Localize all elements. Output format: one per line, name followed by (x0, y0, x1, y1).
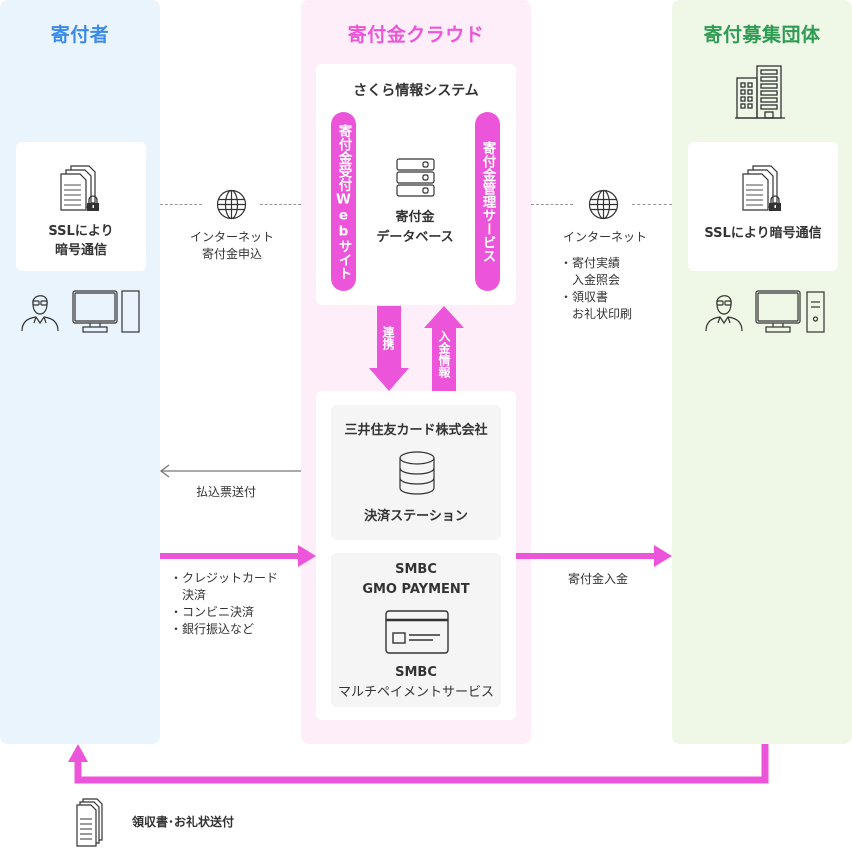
person-icon (21, 295, 59, 332)
org-internet-bullets: ・寄付実績 入金照会 ・領収書 お礼状印刷 (560, 255, 632, 323)
person-icon (705, 295, 743, 332)
donor-ssl-label-line1: SSLにより (48, 224, 114, 239)
donor-title: 寄付者 (50, 24, 110, 46)
donor-link-dotted-left (160, 204, 202, 205)
payment-method-item: 決済 (170, 588, 207, 602)
sync-label: 連携 (381, 326, 395, 350)
payment-method-item: ・銀行振込など (170, 622, 255, 636)
donation-database-label: 寄付金 データベース (360, 208, 470, 248)
org-ssl-card: SSLにより暗号通信 (688, 142, 838, 271)
org-bullet-item: ・領収書 (560, 290, 609, 304)
globe-icon (216, 189, 247, 220)
donation-management-service-pill: 寄付金管理サービス (475, 112, 500, 291)
org-column: 寄付募集団体 (672, 0, 852, 744)
server-database-icon (396, 158, 435, 197)
donor-column: 寄付者 (0, 0, 160, 744)
deposit-label: 寄付金入金 (568, 572, 629, 586)
donor-ssl-label-line2: 暗号通信 (54, 243, 107, 258)
org-link-dotted-left (531, 204, 573, 205)
smcc-company-name: 三井住友カード株式会社 (344, 423, 488, 438)
donor-internet-line1: インターネット (189, 230, 274, 244)
payment-slip-arrow (159, 464, 301, 478)
gmo-name-line1: SMBC (395, 562, 437, 577)
smbc-gmo-card: SMBC GMO PAYMENT SMBC マルチペイメントサービス (331, 553, 501, 707)
payment-methods-list: ・クレジットカード 決済 ・コンビニ決済 ・銀行振込など (170, 570, 278, 638)
receipt-label: 領収書･お礼状送付 (132, 815, 235, 829)
gmo-service-line1: SMBC (395, 665, 437, 680)
deposit-arrow (516, 545, 672, 567)
org-bullet-item: お礼状印刷 (560, 307, 633, 321)
org-internet-label: インターネット (562, 230, 647, 244)
db-label-line2: データベース (376, 230, 454, 245)
documents-icon (76, 798, 103, 847)
desktop-computer-icon (72, 290, 140, 333)
cloud-title: 寄付金クラウド (347, 24, 485, 46)
payment-method-item: ・クレジットカード (170, 571, 279, 585)
donor-link-dotted-right (260, 204, 301, 205)
globe-icon (588, 189, 619, 220)
donation-web-site-pill: 寄付金受付Webサイト (331, 112, 356, 291)
payment-card-icon (385, 610, 449, 654)
org-title: 寄付募集団体 (703, 24, 821, 46)
sync-arrow-down (369, 306, 409, 391)
desktop-computer-icon (755, 290, 825, 333)
org-ssl-label: SSLにより暗号通信 (704, 226, 822, 241)
encrypted-documents-icon (742, 165, 781, 211)
donor-internet-line2: 寄付金申込 (201, 247, 262, 261)
db-label-line1: 寄付金 (395, 210, 435, 225)
org-bullet-item: ・寄付実績 (560, 256, 621, 270)
database-cylinder-icon (399, 451, 435, 495)
org-bullet-item: 入金照会 (560, 273, 621, 287)
encrypted-documents-icon (60, 165, 99, 211)
smcc-service-name: 決済ステーション (364, 509, 468, 524)
payment-method-item: ・コンビニ決済 (170, 605, 255, 619)
building-icon (735, 65, 785, 119)
org-link-dotted-right (632, 204, 672, 205)
gmo-name-line2: GMO PAYMENT (362, 582, 470, 597)
payment-methods-arrow (160, 545, 316, 567)
smcc-card: 三井住友カード株式会社 決済ステーション (331, 405, 501, 540)
gmo-service-line2: マルチペイメントサービス (337, 685, 494, 700)
donor-internet-label: インターネット 寄付金申込 (180, 229, 284, 263)
payment-slip-label: 払込票送付 (196, 485, 257, 499)
payment-info-label: 入金情報 (437, 330, 451, 378)
donor-ssl-card: SSLにより 暗号通信 (16, 142, 146, 271)
payment-info-arrow-up (424, 306, 464, 391)
receipt-return-arrow (68, 744, 769, 784)
sakura-system-title: さくら情報システム (353, 83, 479, 99)
